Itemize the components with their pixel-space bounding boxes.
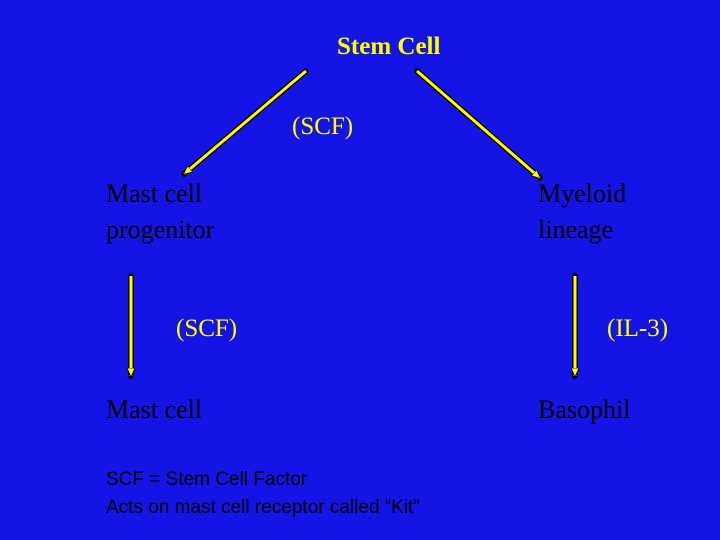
node-mast-cell: Mast cell [106, 395, 203, 424]
node-mast-cell-progenitor-line-1: Mast cell [106, 179, 203, 208]
node-myeloid-lineage: Myeloid lineage [538, 176, 626, 248]
arrow-stem-to-progenitor [184, 69, 307, 174]
node-myeloid-lineage-line-1: Myeloid [538, 179, 627, 208]
factor-label-top: (SCF) [292, 113, 354, 140]
factor-label-right: (IL-3) [607, 315, 669, 342]
footnote-line-2: Acts on mast cell receptor called “Kit” [106, 497, 420, 518]
node-mast-cell-progenitor-line-2: progenitor [106, 215, 215, 244]
factor-label-left: (SCF) [176, 315, 238, 342]
node-myeloid-lineage-line-2: lineage [538, 215, 614, 244]
footnote-line-1: SCF = Stem Cell Factor [106, 469, 308, 490]
node-mast-cell-progenitor: Mast cell progenitor [106, 176, 214, 248]
node-basophil: Basophil [538, 395, 631, 424]
diagram-title: Stem Cell [337, 33, 441, 60]
footnote: SCF = Stem Cell Factor Acts on mast cell… [106, 466, 420, 522]
arrow-stem-to-myeloid [416, 69, 540, 178]
